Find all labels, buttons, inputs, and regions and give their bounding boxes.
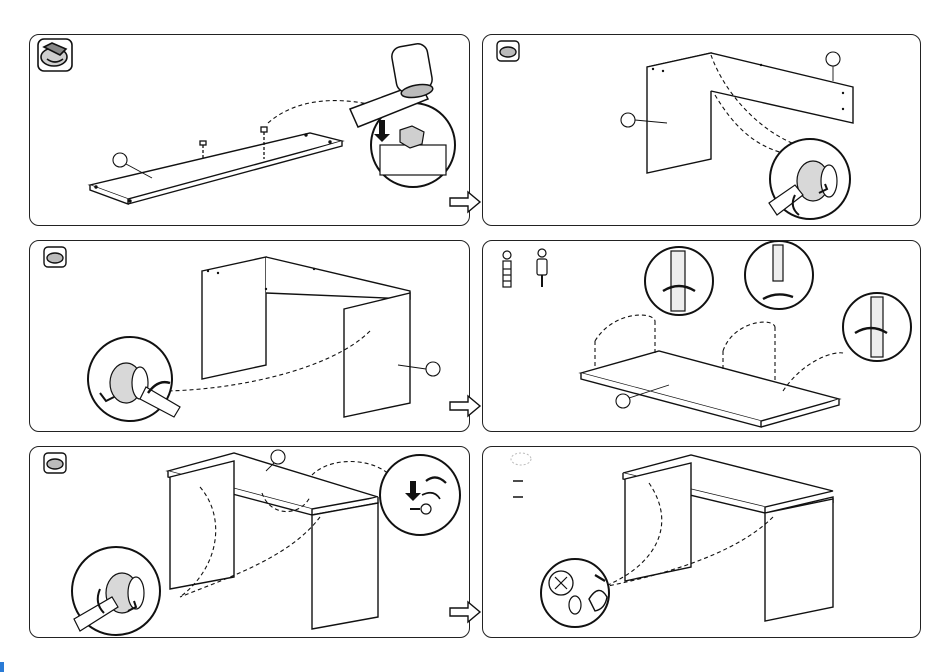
desk-assembly xyxy=(168,453,378,629)
step-2-illustration xyxy=(483,35,921,226)
step-6-panel xyxy=(482,446,921,638)
screwdriver-zoom-detail xyxy=(72,547,160,635)
dowel-icon xyxy=(503,251,511,287)
step-2-panel xyxy=(482,34,921,226)
cam-lock-icon xyxy=(44,453,66,473)
screw-zoom-detail xyxy=(843,293,911,361)
cam-screw-left xyxy=(200,141,206,159)
next-step-arrow-icon xyxy=(448,600,482,624)
part-label-marker xyxy=(113,153,127,167)
step-3-panel xyxy=(29,240,470,432)
step-1-illustration xyxy=(30,35,470,226)
part-label-marker xyxy=(621,113,635,127)
side-panel-board xyxy=(90,133,342,204)
step-5-illustration xyxy=(30,447,470,638)
part-label-marker xyxy=(826,52,840,66)
finished-desk xyxy=(623,455,833,621)
step-4-panel xyxy=(482,240,921,432)
cover-cap-icon xyxy=(511,453,531,465)
step-1-panel xyxy=(29,34,470,226)
cam-screw-icon xyxy=(537,249,547,287)
cam-lock-icon xyxy=(38,39,72,71)
next-step-arrow-icon xyxy=(448,190,482,214)
step-4-illustration xyxy=(483,241,921,432)
screwdriver-zoom-detail xyxy=(88,337,180,421)
page-corner-mark xyxy=(0,662,6,672)
step-5-panel xyxy=(29,446,470,638)
step-3-illustration xyxy=(30,241,470,432)
screwdriver-zoom-detail xyxy=(769,139,850,219)
step-6-illustration xyxy=(483,447,921,638)
part-label-marker xyxy=(616,394,630,408)
part-label-marker xyxy=(271,450,285,464)
cam-screw-zoom-detail xyxy=(745,241,813,309)
top-panel-board xyxy=(581,351,839,427)
cam-screw-zoom-detail xyxy=(380,455,460,535)
cam-lock-icon xyxy=(497,41,519,61)
next-step-arrow-icon xyxy=(448,394,482,418)
cam-lock-icon xyxy=(44,247,66,267)
cap-press-zoom-detail xyxy=(541,559,609,627)
assembled-frame xyxy=(202,257,410,417)
dowel-insert-zoom-detail xyxy=(645,247,713,315)
part-label-marker xyxy=(426,362,440,376)
